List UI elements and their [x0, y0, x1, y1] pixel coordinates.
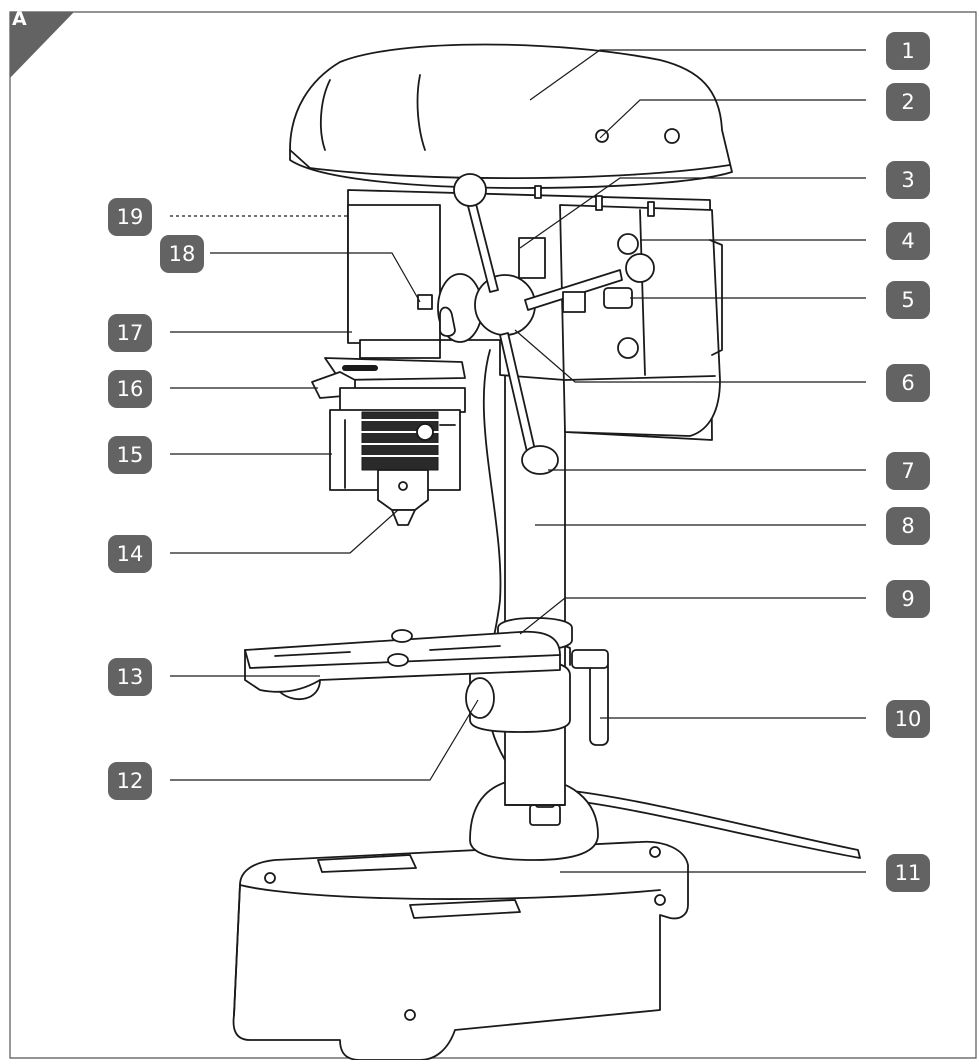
callout-number: 4 — [901, 229, 914, 253]
callout-number: 11 — [895, 861, 922, 885]
callout-badge-18: 18 — [160, 235, 204, 273]
callout-badge-5: 5 — [886, 281, 930, 319]
depth-stop — [324, 357, 466, 381]
callout-badge-6: 6 — [886, 364, 930, 402]
figure-frame — [9, 11, 977, 1059]
base-slot-right — [409, 899, 521, 919]
callout-badge-bg — [108, 535, 152, 573]
callout-number: 16 — [117, 377, 144, 401]
callout-badge-11: 11 — [886, 854, 930, 892]
callout-badge-10: 10 — [886, 700, 930, 738]
table-handle — [589, 659, 609, 746]
belt-tension-bolt — [617, 233, 639, 255]
callout-badge-7: 7 — [886, 452, 930, 490]
column — [504, 334, 566, 806]
callout-badge-9: 9 — [886, 580, 930, 618]
callout-badge-17: 17 — [108, 314, 152, 352]
corner-tab — [10, 12, 74, 78]
callout-badge-2: 2 — [886, 83, 930, 121]
callout-badge-bg — [108, 198, 152, 236]
callout-badge-bg — [886, 580, 930, 618]
panel-letter: A — [12, 8, 27, 30]
callout-number: 13 — [117, 665, 144, 689]
leader-12 — [170, 699, 479, 781]
callout-badge-4: 4 — [886, 222, 930, 260]
callout-badge-16: 16 — [108, 370, 152, 408]
callout-number: 6 — [901, 371, 914, 395]
callout-badge-bg — [108, 436, 152, 474]
callout-number: 19 — [117, 205, 144, 229]
callout-badge-bg — [886, 32, 930, 70]
callout-number: 1 — [901, 39, 914, 63]
callout-badge-3: 3 — [886, 161, 930, 199]
leader-2 — [599, 99, 866, 139]
callout-badge-bg — [108, 314, 152, 352]
callout-number: 18 — [169, 242, 196, 266]
leader-6 — [514, 329, 866, 383]
on-off-switch — [417, 294, 433, 310]
callout-badge-bg — [886, 222, 930, 260]
callout-badge-14: 14 — [108, 535, 152, 573]
callout-badge-bg — [886, 507, 930, 545]
callout-badge-bg — [886, 161, 930, 199]
callout-badge-bg — [886, 83, 930, 121]
leader-lines — [170, 49, 866, 873]
callout-badge-bg — [160, 235, 204, 273]
callout-badge-bg — [886, 452, 930, 490]
leader-3 — [519, 177, 866, 249]
callout-number: 15 — [117, 443, 144, 467]
callout-badge-1: 1 — [886, 32, 930, 70]
callout-badge-15: 15 — [108, 436, 152, 474]
callout-badge-12: 12 — [108, 762, 152, 800]
callout-badge-bg — [886, 281, 930, 319]
callout-badge-bg — [886, 854, 930, 892]
base-plate — [232, 840, 689, 1061]
feed-handle-right — [524, 269, 623, 311]
callout-number: 5 — [901, 288, 914, 312]
callout-badge-13: 13 — [108, 658, 152, 696]
motor-lock-knob — [603, 287, 633, 309]
callout-number: 9 — [901, 587, 914, 611]
spindle-housing — [347, 204, 441, 344]
callout-badge-8: 8 — [886, 507, 930, 545]
callout-number: 14 — [117, 542, 144, 566]
leader-18 — [210, 252, 421, 303]
callout-number: 8 — [901, 514, 914, 538]
pulley-cover — [289, 43, 733, 189]
callout-badge-bg — [108, 370, 152, 408]
callout-number: 12 — [117, 769, 144, 793]
callout-badge-bg — [108, 658, 152, 696]
base-slot-left — [317, 854, 417, 873]
callout-badge-19: 19 — [108, 198, 152, 236]
callout-badge-bg — [886, 364, 930, 402]
callout-number: 2 — [901, 90, 914, 114]
drill-chuck-tip — [391, 509, 416, 526]
leader-1 — [529, 49, 866, 101]
callout-number: 3 — [901, 168, 914, 192]
drill-press-illustration — [232, 43, 861, 1061]
callout-number: 17 — [117, 321, 144, 345]
callout-number: 10 — [895, 707, 922, 731]
leader-9 — [519, 597, 866, 635]
leader-14 — [170, 509, 399, 554]
callout-badge-bg — [886, 700, 930, 738]
callout-number: 7 — [901, 459, 914, 483]
callout-badge-bg — [108, 762, 152, 800]
